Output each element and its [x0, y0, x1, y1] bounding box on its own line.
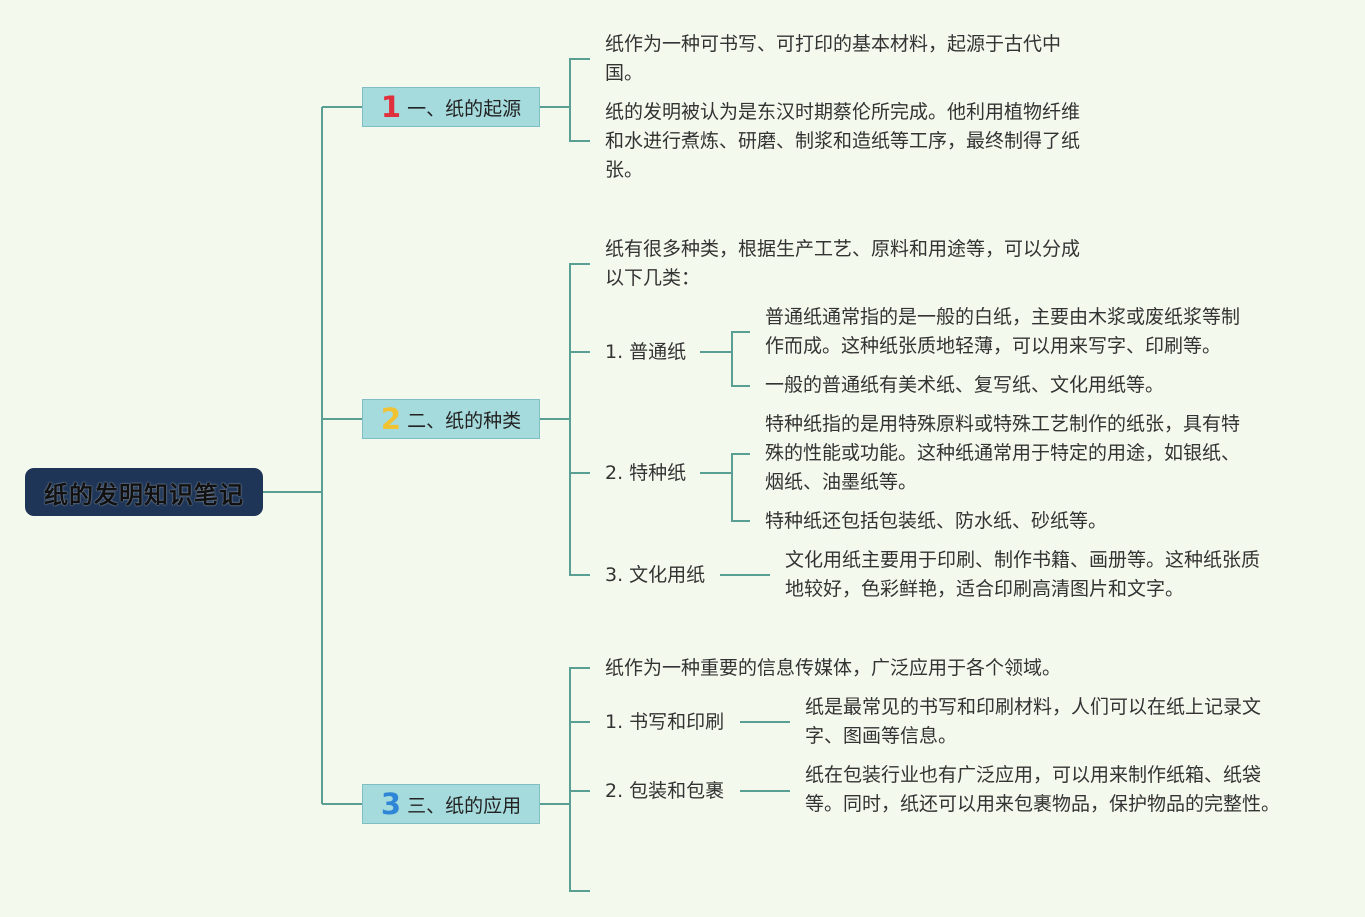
special-paper-text-1: 特种纸指的是用特殊原料或特殊工艺制作的纸张，具有特 殊的性能或功能。这种纸通常用… — [765, 413, 1241, 493]
number-1-icon: 1 — [380, 89, 402, 124]
origin-text-2: 纸的发明被认为是东汉时期蔡伦所完成。他利用植物纤维 和水进行煮炼、研磨、制浆和造… — [605, 101, 1081, 181]
types-intro: 纸有很多种类，根据生产工艺、原料和用途等，可以分成 以下几类： — [605, 238, 1081, 289]
branch-label: 二、纸的种类 — [407, 409, 522, 432]
sub-2-bracket — [731, 453, 750, 522]
ordinary-paper-text-1: 普通纸通常指的是一般的白纸，主要由木浆或废纸浆等制 作而成。这种纸张质地轻薄，可… — [765, 306, 1241, 357]
sub-node-packaging[interactable]: 2. 包装和包裹 — [605, 780, 725, 802]
root-title: 纸的发明知识笔记 — [44, 480, 244, 509]
branch-3-bracket — [569, 667, 590, 892]
special-paper-text-2: 特种纸还包括包装纸、防水纸、砂纸等。 — [765, 510, 1108, 532]
sub-node-ordinary-paper[interactable]: 1. 普通纸 — [605, 341, 687, 363]
branch-label: 一、纸的起源 — [407, 97, 522, 120]
branch-node-types[interactable]: 2 二、纸的种类 — [362, 399, 540, 439]
branch-node-applications[interactable]: 3 三、纸的应用 — [362, 784, 540, 824]
number-2-icon: 2 — [380, 401, 402, 436]
number-3-icon: 3 — [380, 786, 402, 821]
branch-1-bracket — [569, 58, 590, 142]
branch-node-origin[interactable]: 1 一、纸的起源 — [362, 87, 540, 127]
sub-node-writing-printing[interactable]: 1. 书写和印刷 — [605, 711, 725, 733]
sub-node-special-paper[interactable]: 2. 特种纸 — [605, 462, 687, 484]
branch-2-bracket — [569, 263, 590, 576]
origin-text-1: 纸作为一种可书写、可打印的基本材料，起源于古代中 国。 — [605, 33, 1062, 84]
writing-printing-text: 纸是最常见的书写和印刷材料，人们可以在纸上记录文 字、图画等信息。 — [805, 696, 1262, 747]
branch-label: 三、纸的应用 — [407, 794, 522, 817]
packaging-text: 纸在包装行业也有广泛应用，可以用来制作纸箱、纸袋 等。同时，纸还可以用来包裹物品… — [805, 764, 1281, 815]
sub-node-cultural-paper[interactable]: 3. 文化用纸 — [605, 564, 706, 586]
cultural-paper-text: 文化用纸主要用于印刷、制作书籍、画册等。这种纸张质 地较好，色彩鲜艳，适合印刷高… — [785, 549, 1261, 600]
sub-1-bracket — [731, 331, 750, 387]
applications-intro: 纸作为一种重要的信息传媒体，广泛应用于各个领域。 — [605, 657, 1062, 679]
ordinary-paper-text-2: 一般的普通纸有美术纸、复写纸、文化用纸等。 — [765, 374, 1165, 396]
root-node[interactable]: 纸的发明知识笔记 — [25, 468, 263, 516]
